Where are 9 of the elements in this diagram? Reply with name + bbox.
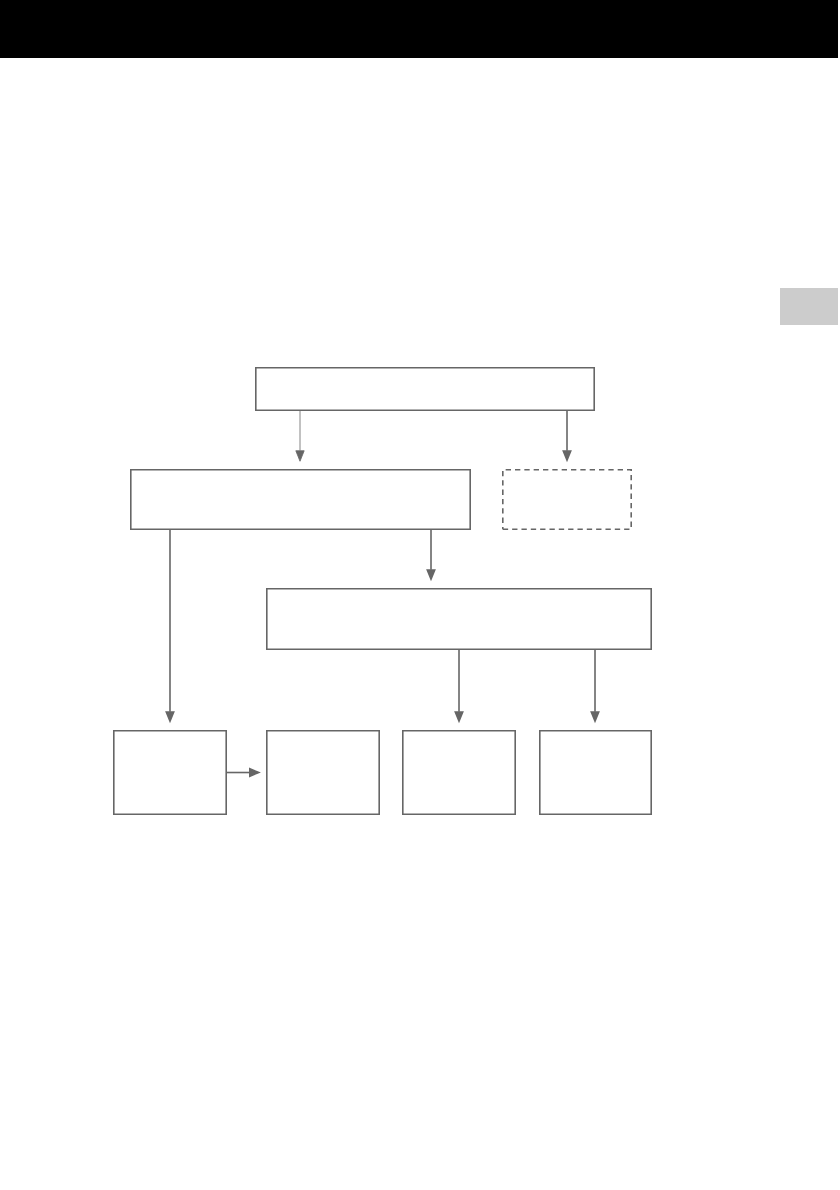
process-box <box>266 588 652 650</box>
process-box <box>130 469 471 530</box>
process-box <box>113 730 227 815</box>
arrow <box>295 410 305 462</box>
dashed-box <box>502 469 632 530</box>
process-box <box>539 730 652 815</box>
process-box <box>266 730 380 815</box>
process-box <box>255 367 595 411</box>
process-box <box>402 730 516 815</box>
